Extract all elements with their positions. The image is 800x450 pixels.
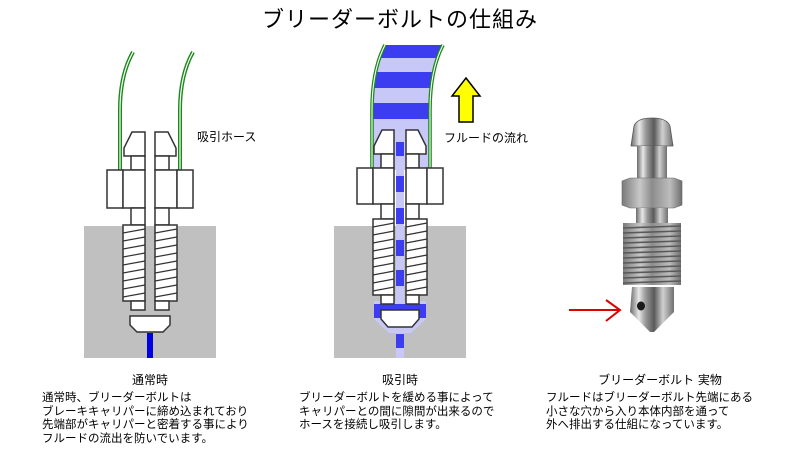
caption-normal: 通常時 xyxy=(131,373,168,387)
description-line: ホースを接続し吸引します。 xyxy=(299,417,447,431)
normal-state-diagram xyxy=(84,51,216,358)
suction-hose-right xyxy=(178,51,195,170)
description-suction: ブリーダーボルトを緩める事によって キャリパーとの間に隙間が出来るので ホースを… xyxy=(299,390,495,432)
description-line: 小さな穴から入り本体内部を通って xyxy=(546,403,730,418)
fluid-flow-label: フルードの流れ xyxy=(444,131,529,145)
description-line: 外へ排出する仕組になっています。 xyxy=(546,417,729,431)
description-line: ブレーキキャリパーに締め込まれており xyxy=(42,403,249,418)
suction-hose-label: 吸引ホース xyxy=(197,130,257,144)
right-arrow-icon xyxy=(569,299,622,322)
description-line: 通常時、ブリーダーボルトは xyxy=(42,390,192,404)
up-arrow-icon xyxy=(450,76,482,123)
description-line: 先端部がキャリパーと密着する事により xyxy=(42,417,249,431)
description-normal: 通常時、ブリーダーボルトは ブレーキキャリパーに締め込まれており 先端部がキャリ… xyxy=(42,390,249,445)
description-actual: フルードはブリーダーボルト先端にある 小さな穴から入り本体内部を通って 外へ排出… xyxy=(546,390,753,432)
description-line: ブリーダーボルトを緩める事によって xyxy=(299,390,494,404)
bleeder-bolt-section xyxy=(106,131,194,333)
description-line: キャリパーとの間に隙間が出来るので xyxy=(299,403,495,418)
caption-suction: 吸引時 xyxy=(381,373,418,387)
bleed-hole xyxy=(637,301,645,311)
caption-actual: ブリーダーボルト 実物 xyxy=(598,373,722,387)
suction-state-diagram xyxy=(334,44,482,358)
description-line: フルードはブリーダーボルト先端にある xyxy=(546,390,753,404)
fluid-channel xyxy=(147,333,153,358)
bleeder-bolt-photo xyxy=(569,117,683,332)
page-title: ブリーダーボルトの仕組み xyxy=(261,8,538,33)
channel-fluid-stripes xyxy=(396,142,404,348)
thread-lines xyxy=(622,225,682,284)
description-line: フルードの流出を防いでいます。 xyxy=(42,430,214,445)
